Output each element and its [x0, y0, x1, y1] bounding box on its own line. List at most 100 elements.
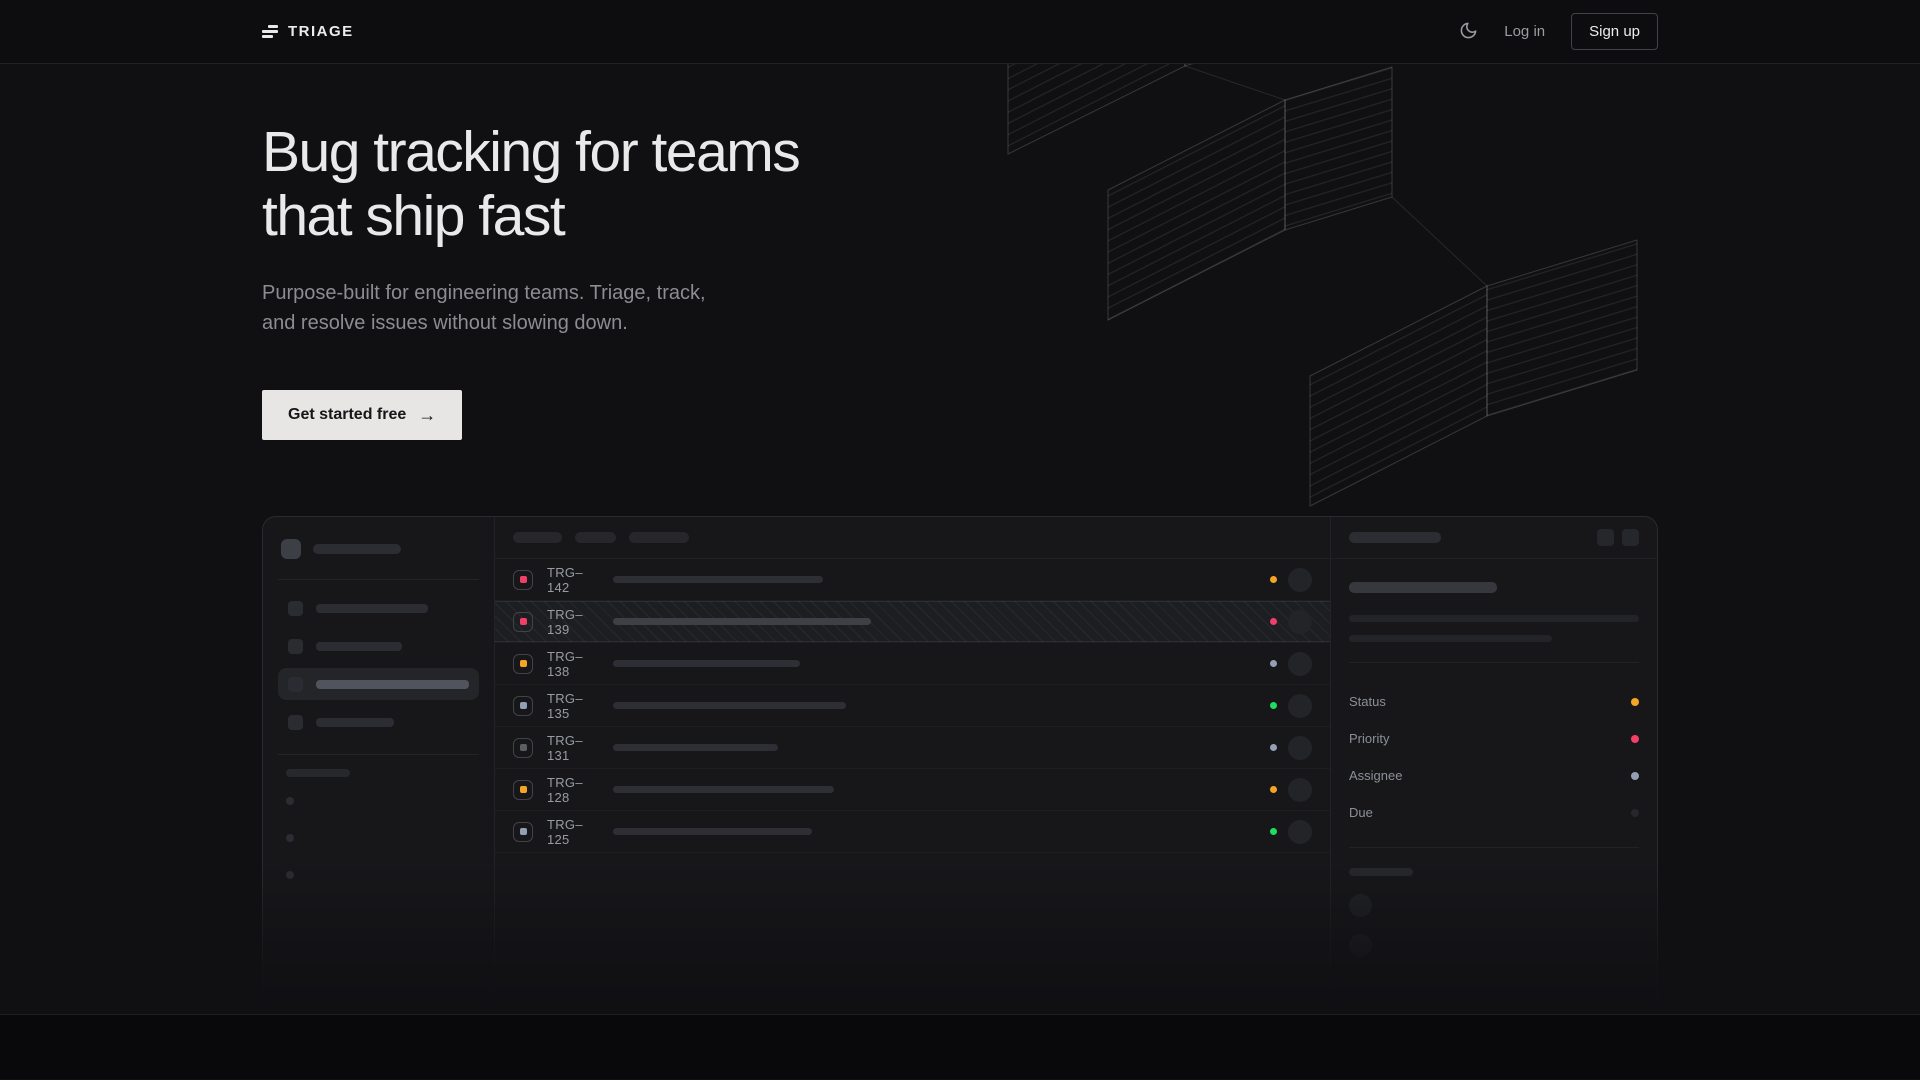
issue-type-icon	[513, 569, 533, 590]
detail-field-value-dot	[1631, 808, 1639, 817]
issue-title-placeholder	[613, 660, 800, 667]
issue-status-dot	[1270, 702, 1277, 709]
footer-strip	[0, 1015, 1920, 1079]
mockup-action-button	[1597, 529, 1614, 546]
mockup-nav-label-placeholder	[316, 679, 469, 689]
mockup-text-line-placeholder	[1349, 615, 1639, 622]
mockup-section-label-placeholder	[286, 769, 350, 777]
mockup-workspace-row	[278, 535, 479, 573]
assignee-avatar	[1288, 609, 1312, 634]
signup-button[interactable]: Sign up	[1571, 13, 1658, 50]
issue-type-icon	[513, 653, 533, 674]
mockup-nav-label-placeholder	[316, 641, 402, 651]
hero-heading-line2: that ship fast	[262, 184, 566, 248]
detail-field-row: Due	[1349, 794, 1639, 831]
mockup-comment-avatar	[1349, 934, 1372, 957]
issue-type-icon	[513, 611, 533, 632]
detail-field-value-dot	[1631, 697, 1639, 706]
mockup-issue-title-placeholder	[1349, 582, 1497, 593]
detail-field-row: Status	[1349, 683, 1639, 720]
assignee-avatar	[1288, 819, 1312, 844]
hero-heading-line1: Bug tracking for teams	[262, 120, 801, 184]
mockup-label-dot	[286, 797, 294, 805]
mockup-detail-header	[1331, 517, 1657, 559]
nav-actions: Log in Sign up	[1459, 13, 1658, 50]
mockup-text-line-placeholder	[1349, 635, 1552, 642]
issue-id: TRG–131	[547, 732, 583, 763]
mockup-nav-icon	[288, 676, 303, 692]
brand-name: TRIAGE	[288, 23, 354, 40]
issue-status-dot	[1270, 786, 1277, 793]
issue-id: TRG–128	[547, 774, 583, 805]
mockup-workspace-icon	[281, 539, 301, 559]
mockup-tab-placeholder	[629, 532, 689, 543]
brand-logo[interactable]: TRIAGE	[262, 23, 354, 40]
issue-id: TRG–139	[547, 606, 583, 637]
mockup-action-button	[1622, 529, 1639, 546]
assignee-avatar	[1288, 735, 1312, 760]
issue-id: TRG–138	[547, 648, 583, 679]
issue-row: TRG–142	[495, 559, 1330, 601]
detail-field-label: Due	[1349, 805, 1373, 820]
mockup-comment-avatar	[1349, 894, 1372, 917]
divider	[1349, 662, 1639, 663]
theme-toggle-button[interactable]	[1459, 21, 1478, 43]
issue-status-dot	[1270, 576, 1277, 583]
divider	[278, 579, 479, 580]
mockup-nav-icon	[288, 638, 303, 654]
hero-section: Bug tracking for teams that ship fast Pu…	[0, 64, 1920, 1015]
mockup-workspace-name-placeholder	[313, 544, 401, 554]
assignee-avatar	[1288, 567, 1312, 592]
mockup-nav-item	[278, 706, 479, 738]
get-started-label: Get started free	[288, 406, 407, 423]
issue-type-icon	[513, 779, 533, 800]
mockup-list-tabs	[495, 517, 1330, 559]
mockup-detail-actions	[1597, 529, 1639, 546]
get-started-button[interactable]: Get started free →	[262, 390, 463, 440]
detail-field-value-dot	[1631, 771, 1639, 780]
mockup-comments-label-placeholder	[1349, 868, 1413, 876]
detail-field-label: Status	[1349, 694, 1386, 709]
mockup-nav-icon	[288, 600, 303, 616]
login-link[interactable]: Log in	[1504, 23, 1546, 40]
issue-row: TRG–135	[495, 685, 1330, 727]
detail-field-row: Assignee	[1349, 757, 1639, 794]
mockup-nav-label-placeholder	[316, 717, 394, 727]
mockup-tab-placeholder	[513, 532, 562, 543]
issue-type-icon	[513, 737, 533, 758]
assignee-avatar	[1288, 777, 1312, 802]
issue-status-dot	[1270, 618, 1277, 625]
mockup-nav-item	[278, 630, 479, 662]
mockup-label-dot	[286, 871, 294, 879]
mockup-nav-list	[278, 592, 479, 738]
detail-field-row: Priority	[1349, 720, 1639, 757]
mockup-nav-item	[278, 592, 479, 624]
issue-id: TRG–142	[547, 564, 583, 595]
issue-title-placeholder	[613, 744, 778, 751]
mockup-nav-label-placeholder	[316, 603, 428, 613]
mockup-nav-icon	[288, 714, 303, 730]
issue-type-icon	[513, 821, 533, 842]
mockup-label-dot	[286, 834, 294, 842]
moon-icon	[1459, 21, 1478, 43]
hero-heading: Bug tracking for teams that ship fast	[262, 120, 1658, 248]
arrow-right-icon: →	[418, 405, 437, 425]
issue-title-placeholder	[613, 702, 846, 709]
issue-type-icon	[513, 695, 533, 716]
issue-status-dot	[1270, 744, 1277, 751]
divider	[1349, 847, 1639, 848]
issue-row: TRG–125	[495, 811, 1330, 853]
issue-title-placeholder	[613, 828, 812, 835]
issue-row: TRG–139	[495, 601, 1330, 643]
issue-title-placeholder	[613, 786, 834, 793]
detail-field-label: Assignee	[1349, 768, 1403, 783]
triage-logo-icon	[262, 25, 278, 38]
issue-title-placeholder	[613, 576, 823, 583]
navbar: TRIAGE Log in Sign up	[0, 0, 1920, 64]
